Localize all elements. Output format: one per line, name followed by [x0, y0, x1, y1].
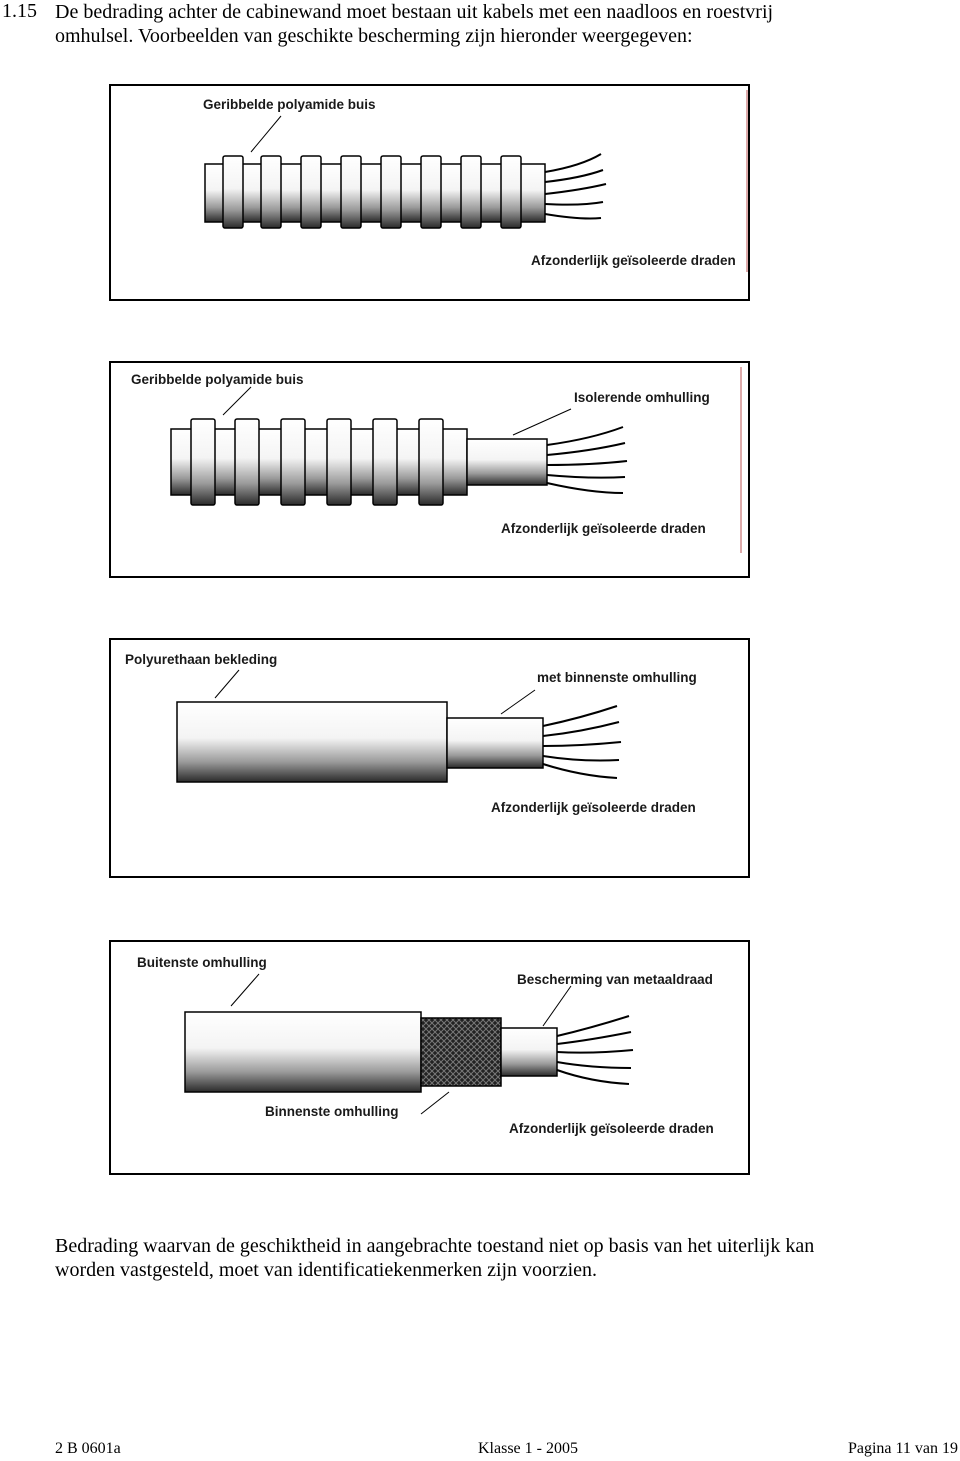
figure-polyurethane-coating: Polyurethaan bekleding met binnenste omh…	[109, 638, 750, 878]
label-insulating-sheath: Isolerende omhulling	[574, 390, 710, 405]
closing-paragraph: Bedrading waarvan de geschiktheid in aan…	[55, 1234, 935, 1282]
label-ribbed-tube: Geribbelde polyamide buis	[203, 97, 376, 112]
intro-line-2: omhulsel. Voorbeelden van geschikte besc…	[55, 25, 693, 47]
closing-line-1: Bedrading waarvan de geschiktheid in aan…	[55, 1235, 815, 1257]
polyurethane-cable-illustration: Polyurethaan bekleding met binnenste omh…	[125, 652, 697, 815]
figure-metal-braid: Buitenste omhulling Bescherming van meta…	[109, 940, 750, 1175]
closing-line-2: worden vastgesteld, moet van identificat…	[55, 1259, 598, 1281]
footer-doc-code: 2 B 0601a	[55, 1440, 121, 1457]
figure-ribbed-tube-insulated: Geribbelde polyamide buis Isolerende omh…	[109, 361, 750, 578]
ribbed-tube-insulated-illustration: Geribbelde polyamide buis Isolerende omh…	[131, 367, 742, 553]
label-separate-wires: Afzonderlijk geïsoleerde draden	[531, 253, 736, 268]
ribbed-tube-cable-illustration: Geribbelde polyamide buis Afzonderlijk g…	[203, 90, 748, 272]
label-separate-wires-4: Afzonderlijk geïsoleerde draden	[509, 1121, 714, 1136]
intro-line-1: De bedrading achter de cabinewand moet b…	[55, 1, 774, 23]
label-metal-braid: Bescherming van metaaldraad	[517, 972, 713, 987]
label-ribbed-tube-2: Geribbelde polyamide buis	[131, 372, 304, 387]
section-number: 1.15	[2, 0, 37, 22]
metal-braid-cable-illustration: Buitenste omhulling Bescherming van meta…	[137, 955, 714, 1136]
figure-ribbed-tube: Geribbelde polyamide buis Afzonderlijk g…	[109, 84, 750, 301]
footer-page-number: Pagina 11 van 19	[847, 1440, 958, 1457]
label-outer-sheath: Buitenste omhulling	[137, 955, 267, 970]
label-inner-sheath-4: Binnenste omhulling	[265, 1104, 399, 1119]
label-separate-wires-2: Afzonderlijk geïsoleerde draden	[501, 521, 706, 536]
footer-class: Klasse 1 - 2005	[478, 1440, 578, 1457]
label-polyurethane-coating: Polyurethaan bekleding	[125, 652, 277, 667]
label-inner-sheath: met binnenste omhulling	[537, 670, 697, 685]
label-separate-wires-3: Afzonderlijk geïsoleerde draden	[491, 800, 696, 815]
intro-paragraph: De bedrading achter de cabinewand moet b…	[55, 0, 935, 48]
